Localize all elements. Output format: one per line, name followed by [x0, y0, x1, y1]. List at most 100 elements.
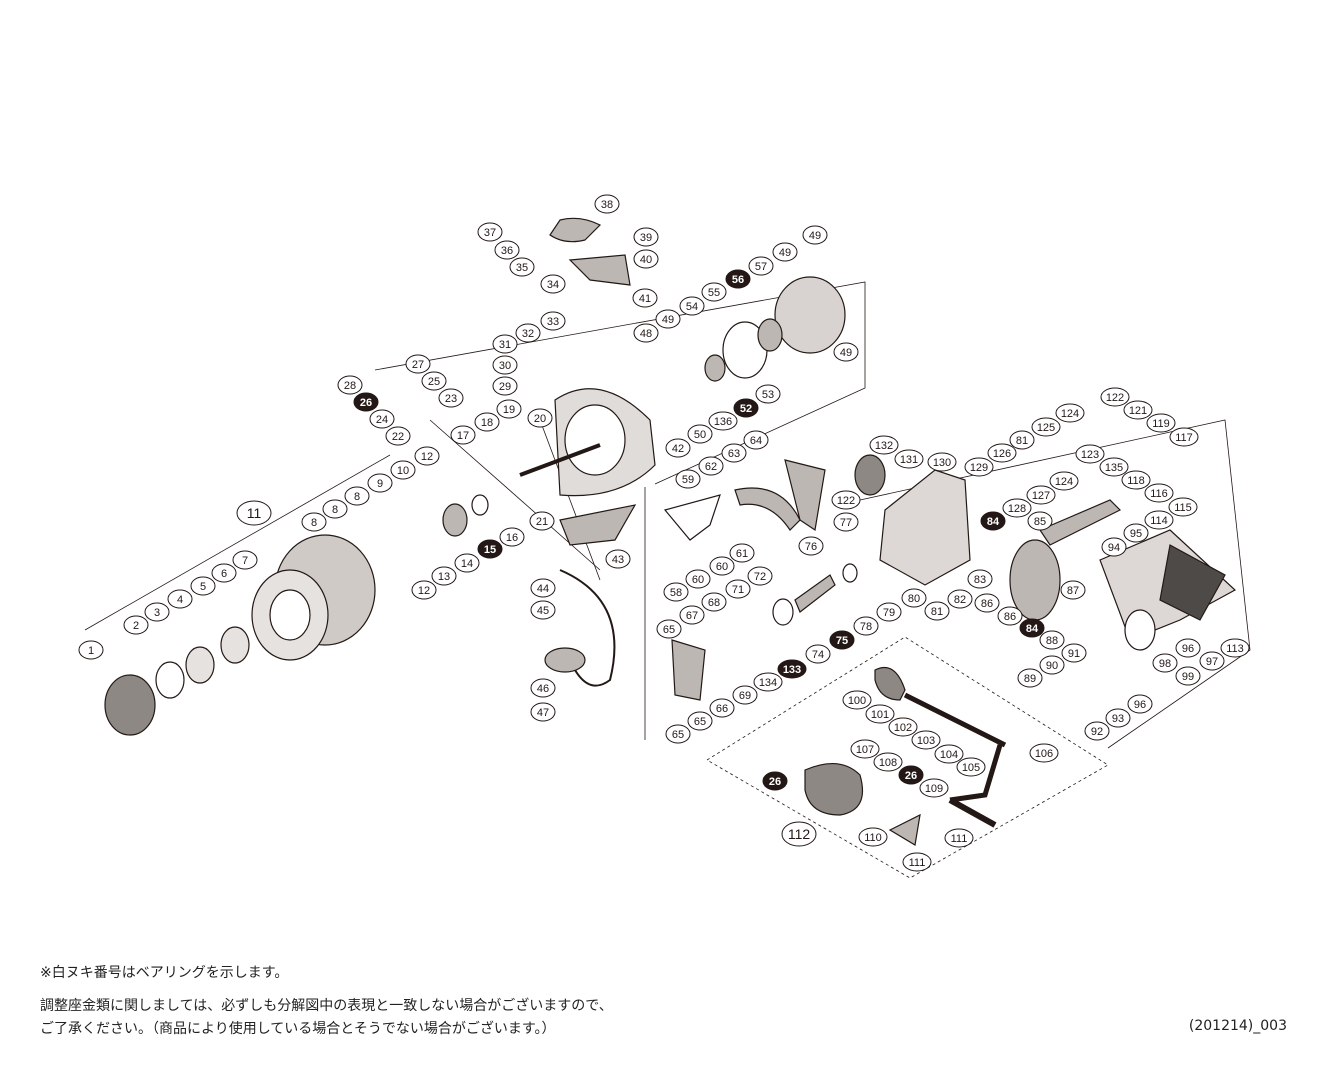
callout-63: 63: [721, 443, 747, 463]
callout-bubble: [633, 227, 659, 247]
callout-number: 127: [1032, 490, 1050, 502]
callout-bubble: [1075, 444, 1105, 464]
callout-62: 62: [698, 456, 724, 476]
callout-bubble: [850, 739, 880, 759]
callout-32: 32: [515, 323, 541, 343]
callout-number: 1: [88, 645, 94, 657]
callout-number: 52: [740, 403, 752, 415]
callout-number: 136: [714, 416, 732, 428]
callout-bubble: [902, 852, 932, 872]
callout-bubble: [529, 511, 555, 531]
callout-6: 6: [211, 563, 237, 583]
callout-bubble: [499, 527, 525, 547]
callout-127: 127: [1026, 485, 1056, 505]
callout-55: 55: [701, 282, 727, 302]
callout-bubble: [632, 288, 658, 308]
callout-number: 40: [640, 254, 652, 266]
callout-bubble: [762, 771, 788, 791]
callout-96: 96: [1127, 694, 1153, 714]
callout-number: 60: [692, 574, 704, 586]
callout-number: 8: [354, 491, 360, 503]
callout-78: 78: [853, 616, 879, 636]
callout-31: 31: [492, 334, 518, 354]
callout-number: 100: [848, 695, 866, 707]
callout-bubble: [1031, 417, 1061, 437]
callout-119: 119: [1146, 413, 1176, 433]
callout-bubble: [1009, 430, 1035, 450]
callout-49: 49: [802, 225, 828, 245]
callout-26: 26: [353, 392, 379, 412]
callout-bubble: [421, 371, 447, 391]
leader-lines: [84, 281, 1251, 879]
callout-116: 116: [1144, 483, 1174, 503]
callout-number: 94: [1108, 542, 1120, 554]
callout-bubble: [919, 778, 949, 798]
callout-number: 27: [412, 359, 424, 371]
callout-bubble: [725, 579, 751, 599]
callout-number: 12: [418, 585, 430, 597]
callout-66: 66: [709, 698, 735, 718]
callout-85: 85: [1027, 511, 1053, 531]
callout-number: 87: [1067, 585, 1079, 597]
callout-bubble: [947, 589, 973, 609]
callout-bubble: [1144, 483, 1174, 503]
callout-75: 75: [829, 630, 855, 650]
callout-number: 32: [522, 328, 534, 340]
callout-bubble: [530, 578, 556, 598]
callout-bubble: [997, 606, 1023, 626]
callout-bubble: [956, 757, 986, 777]
callout-number: 88: [1046, 635, 1058, 647]
callout-17: 17: [450, 425, 476, 445]
callout-bubble: [211, 563, 237, 583]
callout-81: 81: [924, 601, 950, 621]
callout-number: 76: [805, 541, 817, 553]
callout-number: 111: [951, 833, 968, 845]
callout-bubble: [1123, 400, 1153, 420]
callout-33: 33: [540, 311, 566, 331]
callout-number: 68: [708, 597, 720, 609]
callout-bubble: [411, 580, 437, 600]
callout-71: 71: [725, 579, 751, 599]
callout-126: 126: [987, 443, 1017, 463]
callout-bubble: [450, 425, 476, 445]
callout-number: 19: [503, 404, 515, 416]
callout-number: 58: [670, 587, 682, 599]
callout-bubble: [1055, 403, 1085, 423]
callout-65: 65: [665, 724, 691, 744]
callout-number: 110: [864, 832, 882, 844]
callout-number: 15: [484, 544, 496, 556]
callout-number: 67: [686, 610, 698, 622]
callout-number: 21: [536, 516, 548, 528]
callout-number: 116: [1150, 488, 1168, 500]
callout-bubble: [1100, 387, 1130, 407]
callout-27: 27: [405, 354, 431, 374]
callout-number: 117: [1175, 432, 1193, 444]
callout-number: 114: [1150, 515, 1168, 527]
callout-number: 20: [534, 413, 546, 425]
callout-number: 124: [1061, 408, 1079, 420]
callout-bubble: [301, 512, 327, 532]
callout-28: 28: [337, 375, 363, 395]
callout-bubble: [802, 225, 828, 245]
callout-number: 102: [894, 722, 912, 734]
callout-1: 1: [78, 640, 104, 660]
callout-65: 65: [687, 711, 713, 731]
callout-bubble: [367, 473, 393, 493]
callout-number: 29: [499, 381, 511, 393]
callout-34: 34: [540, 274, 566, 294]
callout-117: 117: [1169, 427, 1199, 447]
callout-134: 134: [753, 672, 783, 692]
callout-96: 96: [1175, 638, 1201, 658]
callout-26: 26: [762, 771, 788, 791]
callout-132: 132: [869, 435, 899, 455]
callout-113: 113: [1220, 638, 1250, 658]
callout-number: 80: [908, 593, 920, 605]
callout-60: 60: [709, 556, 735, 576]
callout-bubble: [865, 704, 895, 724]
callout-131: 131: [894, 449, 924, 469]
callout-number: 95: [1130, 528, 1142, 540]
callout-bubble: [901, 588, 927, 608]
callout-14: 14: [454, 553, 480, 573]
callout-number: 81: [1016, 435, 1028, 447]
